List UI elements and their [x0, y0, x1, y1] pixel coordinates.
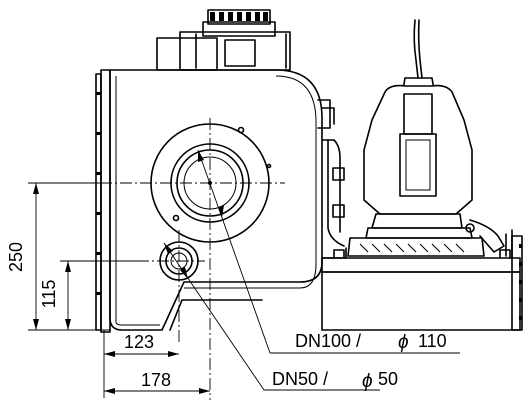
- diameter-symbol-inlet: ϕ: [362, 371, 373, 392]
- horizontal-dimension-178: [104, 388, 210, 394]
- diameter-symbol-outlet: ϕ: [398, 332, 409, 353]
- pump-base: [321, 235, 523, 331]
- callout-inlet-diameter: 50: [378, 369, 398, 389]
- tank-body: [95, 69, 323, 333]
- connection-pipes: [317, 99, 347, 259]
- pump: [347, 19, 513, 259]
- callout-outlet-diameter: 110: [418, 331, 447, 351]
- callout-outlet-nominal: DN100 /: [295, 331, 361, 351]
- vertical-dimension-115: [60, 260, 137, 330]
- dim-label-115: 115: [39, 280, 59, 309]
- callout-inlet-nominal: DN50 /: [272, 369, 328, 389]
- vertical-dimension-250: [28, 182, 110, 331]
- dim-label-250: 250: [6, 242, 26, 272]
- center-lines: [100, 118, 285, 400]
- leader-inlet: [163, 242, 380, 391]
- horizontal-dimension-123: [103, 330, 179, 398]
- top-unit: [156, 9, 291, 71]
- dim-label-123: 123: [124, 332, 154, 352]
- leader-outlet: [197, 149, 460, 354]
- dim-label-178: 178: [141, 370, 171, 390]
